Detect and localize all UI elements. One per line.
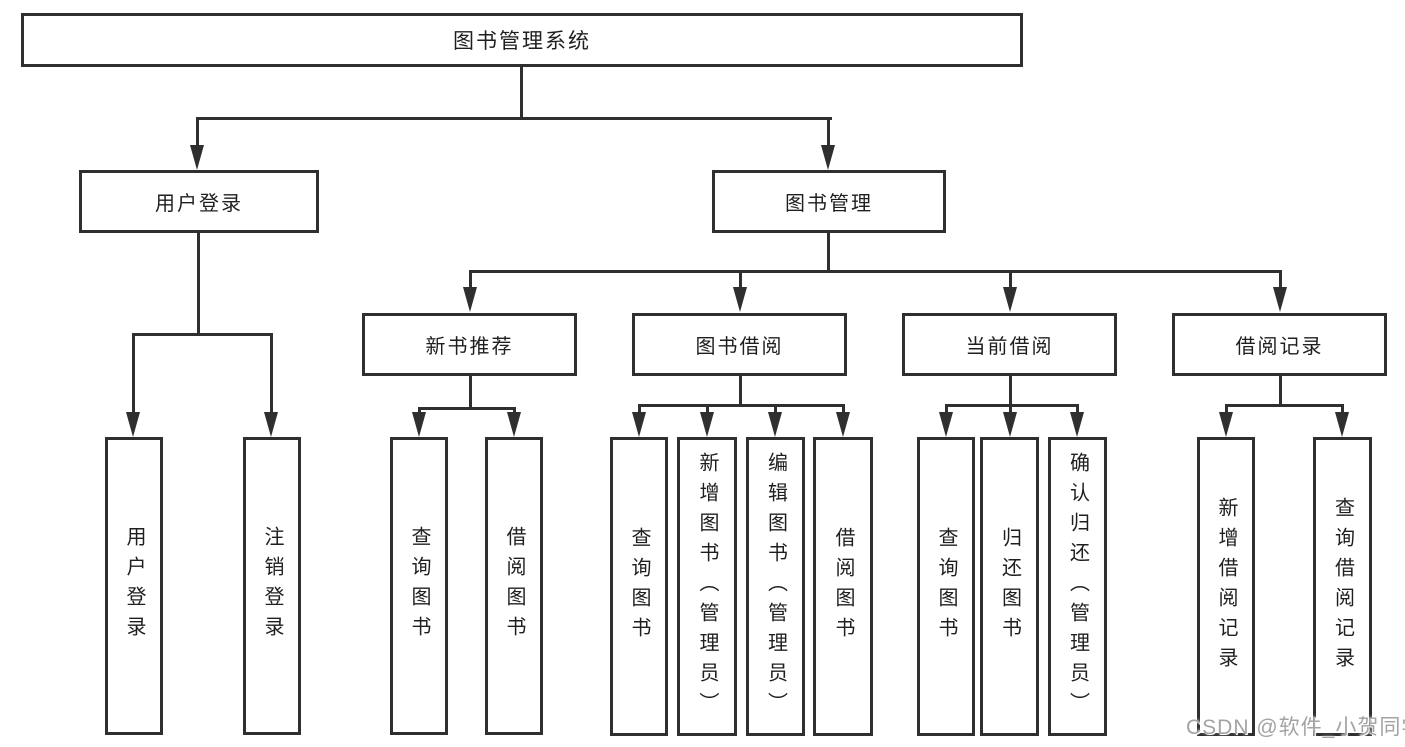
node-cb-return-books: 归还图书: [980, 437, 1039, 736]
node-logout-label: 注销登录: [261, 526, 283, 646]
node-borrow-records-label: 借阅记录: [1235, 336, 1324, 358]
node-book-borrow: 图书借阅: [632, 313, 847, 376]
connector-line: [842, 405, 845, 413]
connector-line: [196, 117, 832, 120]
node-bb-borrow-books: 借阅图书: [813, 437, 873, 736]
connector-arrow: [190, 145, 204, 170]
node-br-query-record-label: 查询借阅记录: [1331, 496, 1354, 677]
connector-line: [1341, 405, 1344, 413]
connector-arrow: [463, 287, 477, 312]
connector-arrow: [1273, 287, 1287, 312]
connector-line: [270, 334, 273, 412]
connector-arrow: [836, 412, 850, 437]
node-new-book-recommend: 新书推荐: [362, 313, 577, 376]
node-cb-return-books-label: 归还图书: [998, 526, 1021, 647]
node-root-label: 图书管理系统: [453, 30, 591, 53]
connector-line: [1279, 271, 1282, 288]
node-current-borrow: 当前借阅: [902, 313, 1117, 376]
connector-line: [418, 407, 516, 410]
connector-line: [1009, 376, 1012, 407]
connector-arrow: [1219, 412, 1233, 437]
connector-line: [827, 118, 830, 146]
node-book-management-label: 图书管理: [785, 193, 873, 215]
connector-line: [132, 333, 273, 336]
node-root: 图书管理系统: [21, 13, 1023, 67]
node-borrow-records: 借阅记录: [1172, 313, 1387, 376]
node-bb-query-books: 查询图书: [610, 437, 668, 736]
connector-arrow: [264, 412, 278, 437]
connector-line: [132, 334, 135, 412]
connector-line: [1225, 405, 1228, 413]
connector-line: [469, 376, 472, 410]
connector-arrow: [733, 287, 747, 312]
node-rec-borrow-books-label: 借阅图书: [503, 526, 525, 646]
connector-arrow: [1003, 412, 1017, 437]
node-br-add-record: 新增借阅记录: [1197, 437, 1255, 736]
node-cb-query-books-label: 查询图书: [935, 526, 957, 647]
node-cb-query-books: 查询图书: [917, 437, 975, 736]
node-user-login-label: 用户登录: [155, 193, 243, 215]
connector-line: [1009, 405, 1012, 413]
node-bb-borrow-books-label: 借阅图书: [832, 526, 854, 647]
connector-arrow: [1003, 287, 1017, 312]
connector-line: [1009, 271, 1012, 288]
node-bb-add-books-admin-label: 新增图书（管理员）: [696, 451, 718, 722]
connector-line: [1076, 405, 1079, 413]
connector-arrow: [700, 412, 714, 437]
connector-arrow: [821, 145, 835, 170]
connector-line: [1225, 404, 1344, 407]
connector-arrow: [1070, 412, 1084, 437]
connector-line: [739, 271, 742, 288]
connector-line: [1279, 376, 1282, 407]
connector-line: [638, 404, 845, 407]
connector-line: [739, 376, 742, 407]
connector-arrow: [632, 412, 646, 437]
connector-arrow: [412, 412, 426, 437]
node-bb-edit-books-admin-label: 编辑图书（管理员）: [764, 451, 787, 722]
node-bb-query-books-label: 查询图书: [628, 526, 650, 647]
node-book-borrow-label: 图书借阅: [695, 336, 784, 358]
connector-arrow: [939, 412, 953, 437]
connector-line: [774, 405, 777, 413]
connector-line: [513, 408, 516, 414]
connector-line: [706, 405, 709, 413]
node-bb-edit-books-admin: 编辑图书（管理员）: [746, 437, 805, 736]
node-rec-query-books-label: 查询图书: [408, 526, 430, 646]
node-login: 用户登录: [105, 437, 163, 735]
node-book-management: 图书管理: [712, 170, 946, 233]
csdn-watermark: CSDN @软件_小贺同学: [1186, 716, 1405, 739]
node-br-add-record-label: 新增借阅记录: [1215, 496, 1237, 677]
connector-arrow: [1335, 412, 1349, 437]
connector-line: [418, 408, 421, 414]
connector-line: [469, 270, 1282, 273]
node-bb-add-books-admin: 新增图书（管理员）: [677, 437, 737, 736]
node-current-borrow-label: 当前借阅: [965, 336, 1054, 358]
connector-line: [945, 405, 948, 413]
connector-line: [638, 405, 641, 413]
node-rec-query-books: 查询图书: [390, 437, 448, 735]
node-new-book-recommend-label: 新书推荐: [425, 336, 514, 358]
connector-line: [520, 67, 523, 118]
connector-arrow: [126, 412, 140, 437]
connector-line: [197, 233, 200, 336]
node-rec-borrow-books: 借阅图书: [485, 437, 543, 735]
connector-arrow: [768, 412, 782, 437]
node-cb-confirm-return-admin-label: 确认归还（管理员）: [1066, 451, 1089, 722]
connector-line: [196, 118, 199, 146]
connector-arrow: [507, 412, 521, 437]
connector-line: [827, 233, 830, 273]
node-cb-confirm-return-admin: 确认归还（管理员）: [1048, 437, 1107, 736]
node-br-query-record: 查询借阅记录: [1313, 437, 1372, 736]
connector-line: [945, 404, 1079, 407]
connector-line: [469, 271, 472, 288]
node-login-label: 用户登录: [123, 526, 145, 646]
node-user-login: 用户登录: [79, 170, 319, 233]
node-logout: 注销登录: [243, 437, 301, 735]
